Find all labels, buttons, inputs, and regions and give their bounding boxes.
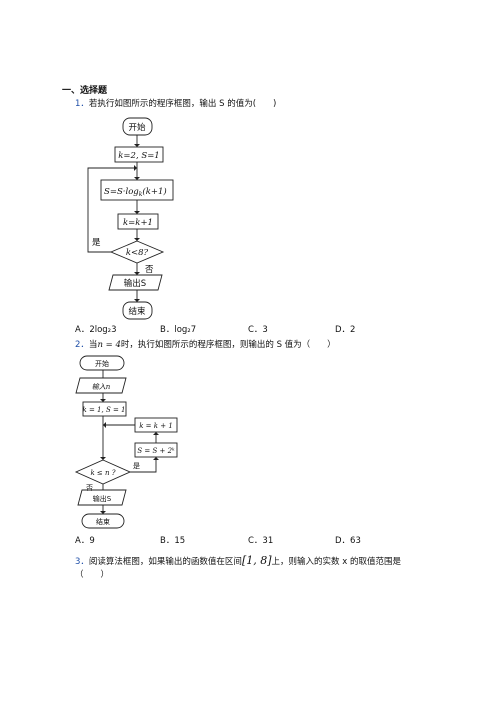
flow-no-label: 否 [145,265,154,275]
flow-output-box [108,274,163,291]
flow2-increment-label: k = k + 1 [139,422,173,430]
question-text-pre: 当 [88,340,98,350]
flow2-end-label: 结束 [96,517,110,526]
q2-option-b: B．15 [160,536,186,546]
flow-output-label: 输出S [124,278,146,289]
flow2-input-box [75,377,127,394]
flow2-yes-label: 是 [133,462,140,470]
flow-condition-label: k<8? [126,248,149,258]
flow2-start-label: 开始 [95,359,109,368]
flow-start-terminal [122,117,153,136]
flow2-init-label: k = 1, S = 1 [82,406,125,414]
question-number: 3． [75,557,89,567]
flow2-input-label: 输入n [92,383,111,391]
q2-option-d: D．63 [335,536,361,546]
question-text: 若执行如图所示的程序框图，输出 S 的值为( ) [88,99,277,109]
q1-option-c: C．3 [248,325,268,335]
flow2-assign-label: S = S + 2ᵏ [137,447,175,455]
q2-option-c: C．31 [248,536,274,546]
flow-increment-label: k=k+1 [123,218,153,228]
q2-option-a: A．9 [75,536,95,546]
flow2-output-box [77,489,127,506]
question-1: 1．若执行如图所示的程序框图，输出 S 的值为( ) [75,99,276,109]
flow-assign-label: S=S·logk(k+1) [104,186,167,198]
q1-option-b: B．log₂7 [160,325,197,335]
flow-end-terminal [122,301,153,320]
flow2-condition-label: k ≤ n ? [90,469,115,477]
flow2-start-terminal [79,355,125,371]
q1-option-d: D．2 [335,325,356,335]
flow-init-label: k=2, S=1 [118,151,159,161]
flow2-no-label: 否 [86,484,93,492]
question-number: 2． [75,340,89,350]
flow-init-box [114,146,164,163]
flow-end-label: 结束 [128,306,146,317]
question-number: 1． [75,99,89,109]
question-interval: [1, 8] [241,554,272,567]
flow-yes-label: 是 [92,238,101,248]
section-heading: 一、选择题 [62,86,108,96]
flow2-init-box [82,401,127,417]
flow2-output-label: 输出S [93,494,112,503]
question-2: 2．当n = 4时，执行如图所示的程序框图，则输出的 S 值为（ ） [75,340,336,350]
q1-option-a: A．2log₂3 [75,325,117,335]
flow-start-label: 开始 [128,122,146,133]
question-text-pre: 阅读算法框图，如果输出的函数值在区间 [88,557,242,567]
question-text-post: 时，执行如图所示的程序框图，则输出的 S 值为（ ） [120,340,336,350]
question-3-paren: （ ） [75,570,110,580]
question-3: 3．阅读算法框图，如果输出的函数值在区间[1, 8]上，则输入的实数 x 的取值… [75,554,401,567]
flow-increment-box [117,213,159,230]
question-text-post: 上，则输入的实数 x 的取值范围是 [271,557,401,567]
question-math: n = 4 [97,340,121,350]
